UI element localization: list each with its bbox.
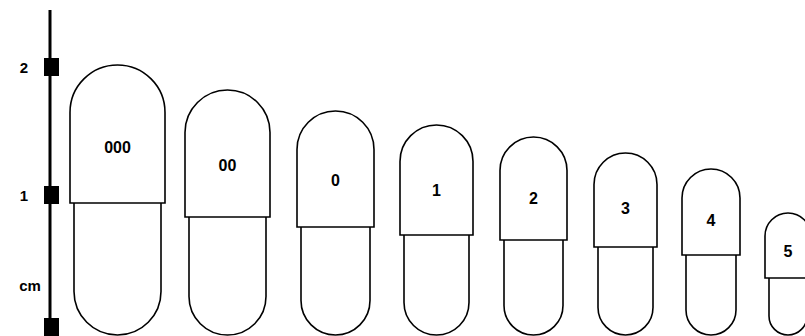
capsule-size: 0 [331,173,340,189]
capsule-cap [185,90,270,217]
capsule-cap [297,111,374,227]
scale-label: 2 [20,60,28,75]
capsule-outline [185,90,270,335]
capsule: 4 [682,169,740,335]
capsule: 1 [400,125,473,335]
capsule-size: 5 [784,244,793,260]
capsule: 2 [500,137,567,335]
capsule-outline [297,111,374,335]
capsule-cap [682,169,740,255]
capsule: 5 [765,213,805,335]
capsule: 3 [594,153,657,335]
capsule-outline [500,137,567,335]
capsule-body [598,247,653,335]
capsule: 0 [297,111,374,335]
capsule-body [189,217,266,335]
capsule-size: 2 [529,191,538,207]
capsule-cap [594,153,657,247]
capsule-cap [400,125,473,235]
capsule-size: 000 [104,140,131,156]
ruler-tick [44,318,59,336]
capsule-size: 3 [621,201,630,217]
capsule-cap [765,213,805,278]
capsule-outline [594,153,657,335]
scale-label: 1 [20,188,28,203]
capsule-outline [765,213,805,335]
capsule-size: 4 [707,213,716,229]
capsule: 00 [185,90,270,335]
capsule-outline [682,169,740,335]
ruler-tick [44,58,59,76]
ruler-tick [44,186,59,204]
capsule: 000 [70,65,165,335]
capsule-body [769,278,805,335]
capsule-body [74,203,161,335]
capsule-outline [70,65,165,335]
capsule-body [301,227,370,335]
capsule-body [404,235,469,335]
capsule-size: 1 [432,183,441,199]
scale-label: cm [19,278,41,293]
capsule-outline [400,125,473,335]
capsule-body [686,255,736,335]
capsule-size: 00 [219,158,237,174]
capsule-cap [500,137,567,240]
capsule-body [504,240,563,335]
capsule-cap [70,65,165,203]
